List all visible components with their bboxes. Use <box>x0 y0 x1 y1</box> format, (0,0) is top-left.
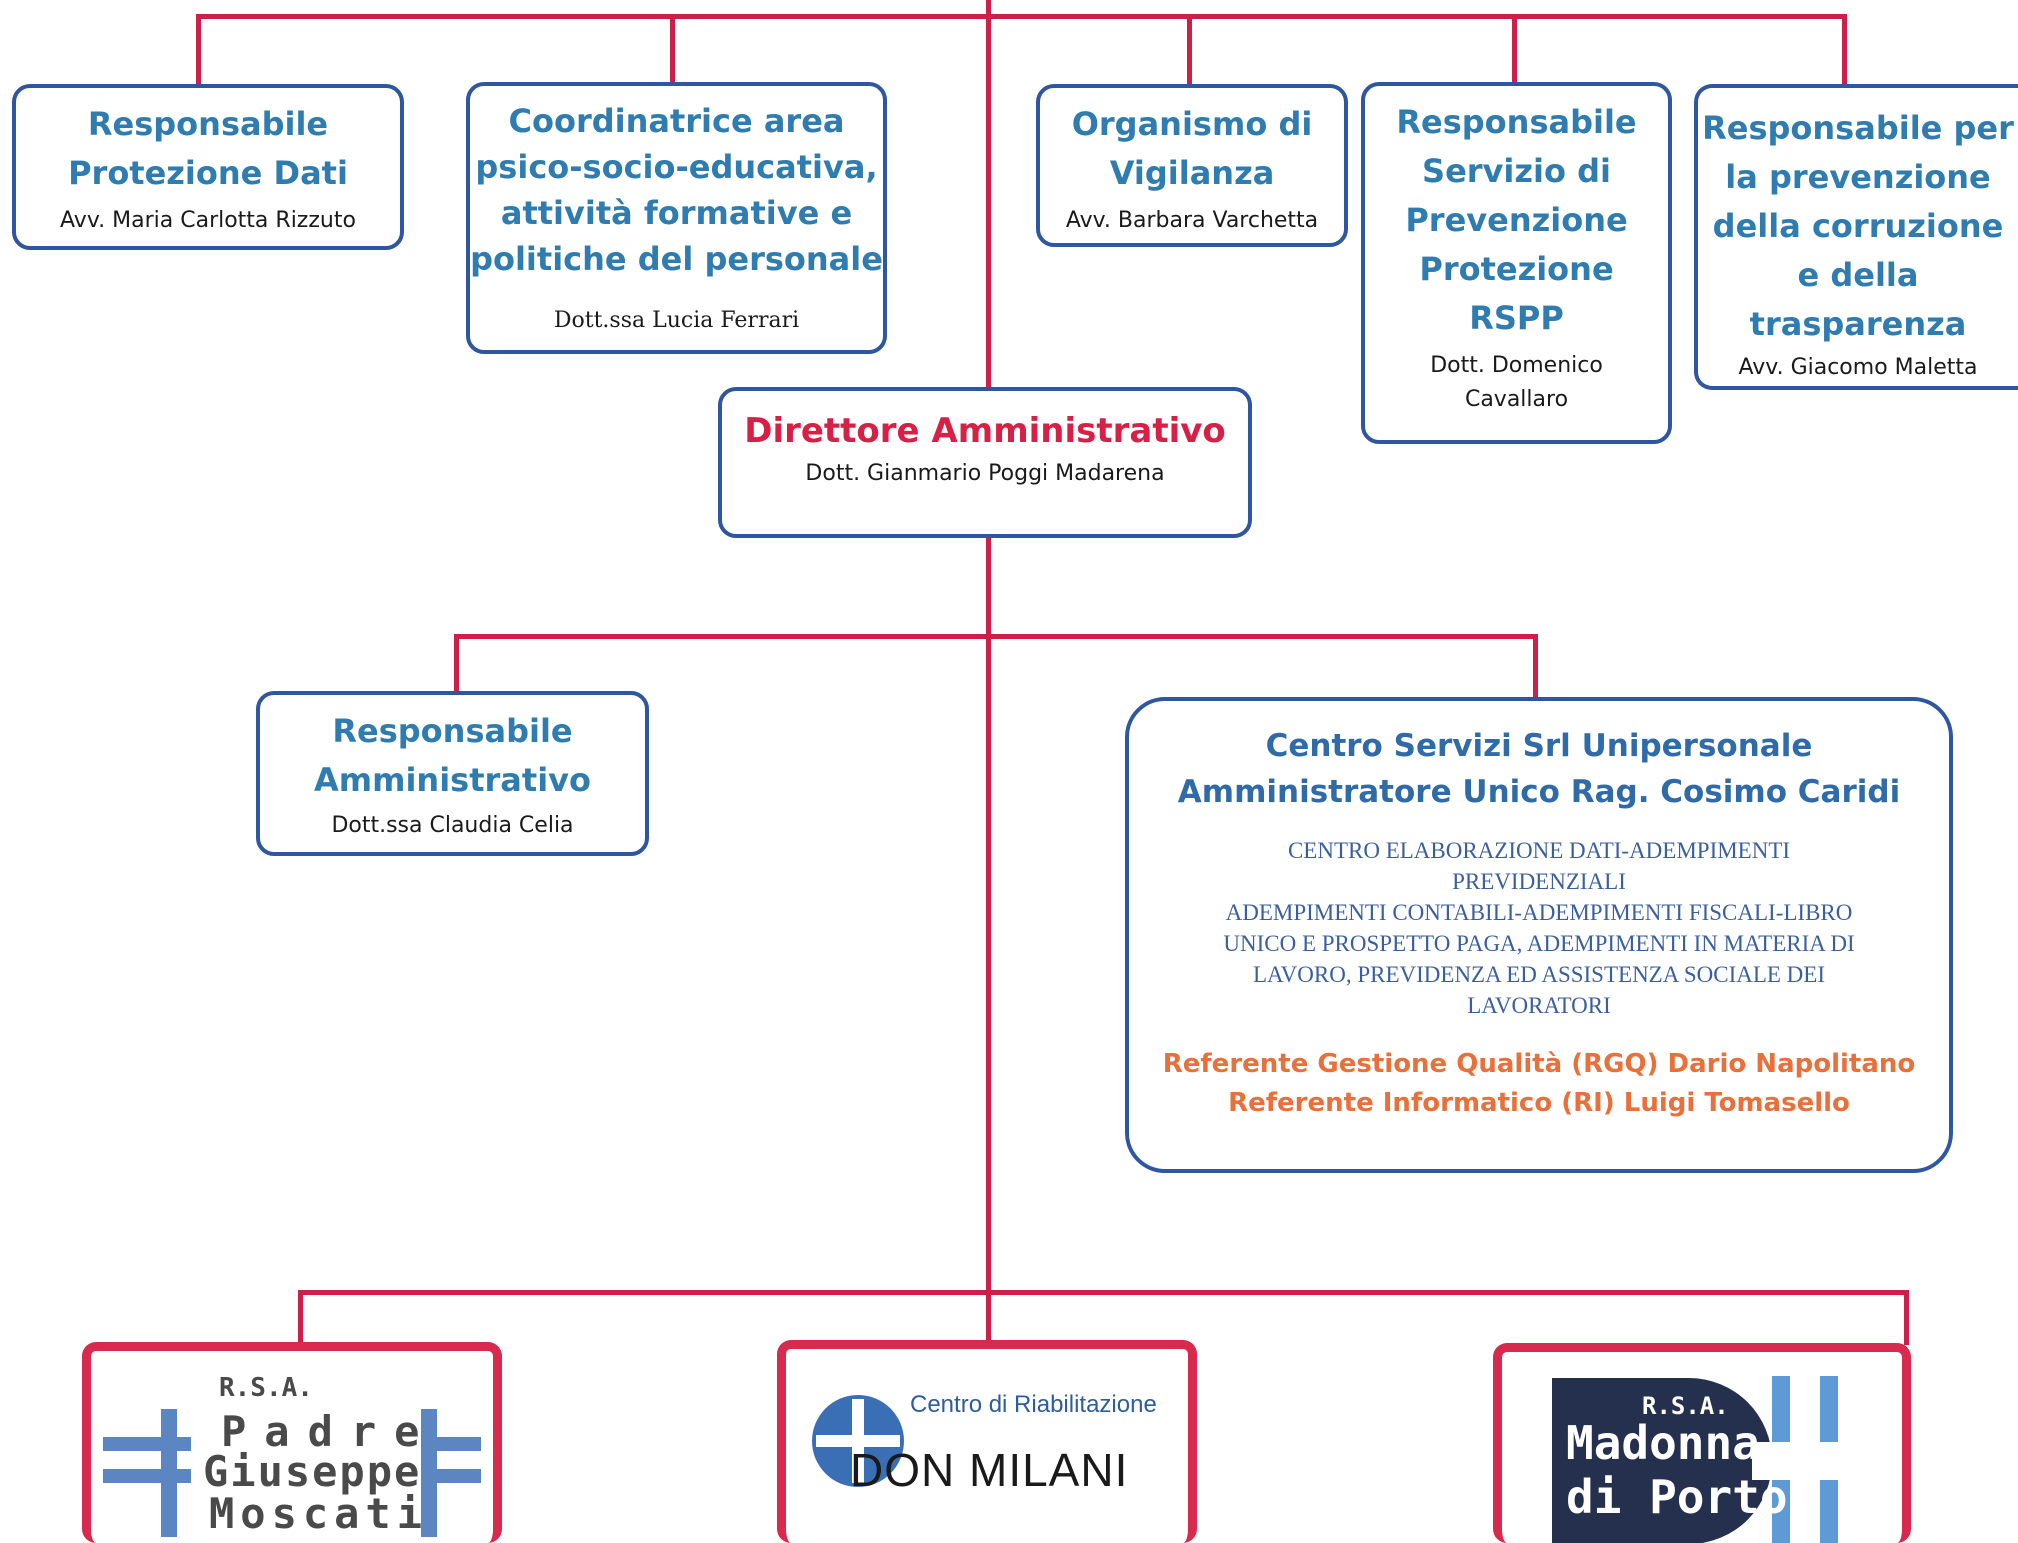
org-title: Responsabile per la prevenzione della co… <box>1702 104 2014 349</box>
logo-shape <box>1552 1378 1772 1543</box>
connector-mid-drop-right <box>1533 634 1538 699</box>
title-line: Responsabile <box>332 712 573 750</box>
it-reference: Referente Informatico (RI) Luigi Tomasel… <box>1228 1088 1850 1118</box>
org-box-centro-servizi: Centro Servizi Srl Unipersonale Amminist… <box>1125 697 1953 1173</box>
logo-text: Giuseppe <box>203 1447 422 1496</box>
connector-bottom-drop-center <box>986 1290 991 1345</box>
title-line: Amministrativo <box>314 761 591 799</box>
org-title: Coordinatrice area psico-socio-educativa… <box>470 98 883 282</box>
director-title: Direttore Amministrativo <box>744 411 1226 451</box>
logo-text: DON MILANI <box>850 1444 1129 1496</box>
desc-line: CENTRO ELABORAZIONE DATI-ADEMPIMENTI <box>1287 838 1791 863</box>
desc-line: PREVIDENZIALI <box>1452 869 1626 894</box>
title-line: politiche del personale <box>470 240 883 278</box>
person-name: Avv. Barbara Varchetta <box>1065 208 1319 233</box>
connector-drop-3 <box>1187 14 1192 84</box>
title-line: Responsabile <box>87 105 329 143</box>
person-line: Dott. Domenico <box>1430 353 1603 378</box>
title-line: della corruzione <box>1712 207 2004 245</box>
logo-text: di Porto <box>1566 1470 1788 1524</box>
title-line: RSPP <box>1469 299 1564 337</box>
title-line: psico-socio-educativa, <box>475 148 878 186</box>
desc-line: LAVORO, PREVIDENZA ED ASSISTENZA SOCIALE… <box>1252 962 1826 987</box>
facility-logo-don-milani: Centro di Riabilitazione DON MILANI <box>777 1340 1197 1543</box>
org-box-director: Direttore Amministrativo Dott. Gianmario… <box>718 387 1252 538</box>
org-box-coordinator: Coordinatrice area psico-socio-educativa… <box>466 82 887 354</box>
logo-text: Centro di Riabilitazione <box>910 1391 1157 1418</box>
connector-drop-4 <box>1512 14 1517 84</box>
title-line: Amministratore Unico Rag. Cosimo Caridi <box>1177 774 1901 810</box>
title-line: Coordinatrice area <box>508 102 845 140</box>
facility-logo-madonna-di-porto: R.S.A. Madonna di Porto <box>1493 1343 1911 1543</box>
services-description: CENTRO ELABORAZIONE DATI-ADEMPIMENTI PRE… <box>1159 835 1919 1021</box>
title-line: e della <box>1797 256 1919 294</box>
logo-text: R.S.A. <box>1642 1392 1729 1420</box>
person-name: Dott.ssa Lucia Ferrari <box>553 308 800 333</box>
org-title: Organismo di Vigilanza <box>1072 100 1313 198</box>
org-title: Centro Servizi Srl Unipersonale Amminist… <box>1178 723 1900 815</box>
title-line: Centro Servizi Srl Unipersonale <box>1265 728 1813 764</box>
person-name: Dott. Gianmario Poggi Madarena <box>805 461 1165 486</box>
references: Referente Gestione Qualità (RGQ) Dario N… <box>1163 1045 1916 1123</box>
connector-drop-2 <box>670 14 675 84</box>
title-line: attività formative e <box>500 194 853 232</box>
title-line: Responsabile <box>1396 103 1637 141</box>
cross-circle-icon <box>812 1395 904 1487</box>
person-name: Avv. Giacomo Maletta <box>1738 355 1978 380</box>
connector-top-bus <box>196 14 1847 19</box>
desc-line: UNICO E PROSPETTO PAGA, ADEMPIMENTI IN M… <box>1223 931 1855 956</box>
title-line: Organismo di <box>1071 105 1313 143</box>
connector-drop-5 <box>1842 14 1847 84</box>
desc-line: LAVORATORI <box>1467 993 1611 1018</box>
cross-icon <box>1752 1376 1862 1543</box>
title-line: la prevenzione <box>1725 158 1991 196</box>
person-line: Cavallaro <box>1464 387 1569 412</box>
title-line: Responsabile per <box>1702 109 2014 147</box>
title-line: Servizio di <box>1422 152 1611 190</box>
connector-bottom-drop-left <box>298 1290 303 1345</box>
connector-main-trunk <box>986 535 991 1350</box>
org-box-admin-manager: Responsabile Amministrativo Dott.ssa Cla… <box>256 691 649 856</box>
connector-top-trunk <box>986 0 991 390</box>
logo-text: R.S.A. <box>219 1373 313 1403</box>
logo-text: Moscati <box>209 1489 429 1538</box>
cross-icon <box>103 1409 481 1537</box>
org-box-data-protection: Responsabile Protezione Dati Avv. Maria … <box>12 84 404 250</box>
connector-mid-drop-left <box>454 634 459 694</box>
logo-text: Madonna <box>1566 1416 1760 1470</box>
title-line: Prevenzione <box>1405 201 1628 239</box>
title-line: Protezione <box>1419 250 1614 288</box>
person-name: Avv. Maria Carlotta Rizzuto <box>60 208 356 233</box>
org-box-supervisory-body: Organismo di Vigilanza Avv. Barbara Varc… <box>1036 84 1348 247</box>
connector-bottom-drop-right <box>1904 1290 1909 1345</box>
org-title: Responsabile Amministrativo <box>314 707 591 805</box>
quality-reference: Referente Gestione Qualità (RGQ) Dario N… <box>1162 1049 1916 1079</box>
facility-logo-padre-moscati: R.S.A. Padre Giuseppe Moscati <box>82 1342 502 1543</box>
logo-text: Padre <box>221 1407 438 1456</box>
org-title: Responsabile Servizio di Prevenzione Pro… <box>1396 98 1636 343</box>
org-box-anticorruption: Responsabile per la prevenzione della co… <box>1694 84 2018 390</box>
title-line: Protezione Dati <box>68 154 348 192</box>
person-name: Dott. Domenico Cavallaro <box>1430 349 1603 417</box>
person-name: Dott.ssa Claudia Celia <box>331 813 574 838</box>
connector-bottom-bus <box>298 1290 1909 1295</box>
org-title: Responsabile Protezione Dati <box>68 100 348 198</box>
connector-mid-bus <box>454 634 1538 639</box>
connector-drop-1 <box>196 14 201 84</box>
title-line: trasparenza <box>1749 305 1967 343</box>
desc-line: ADEMPIMENTI CONTABILI-ADEMPIMENTI FISCAL… <box>1225 900 1853 925</box>
org-box-rspp: Responsabile Servizio di Prevenzione Pro… <box>1361 82 1672 444</box>
title-line: Vigilanza <box>1109 154 1275 192</box>
